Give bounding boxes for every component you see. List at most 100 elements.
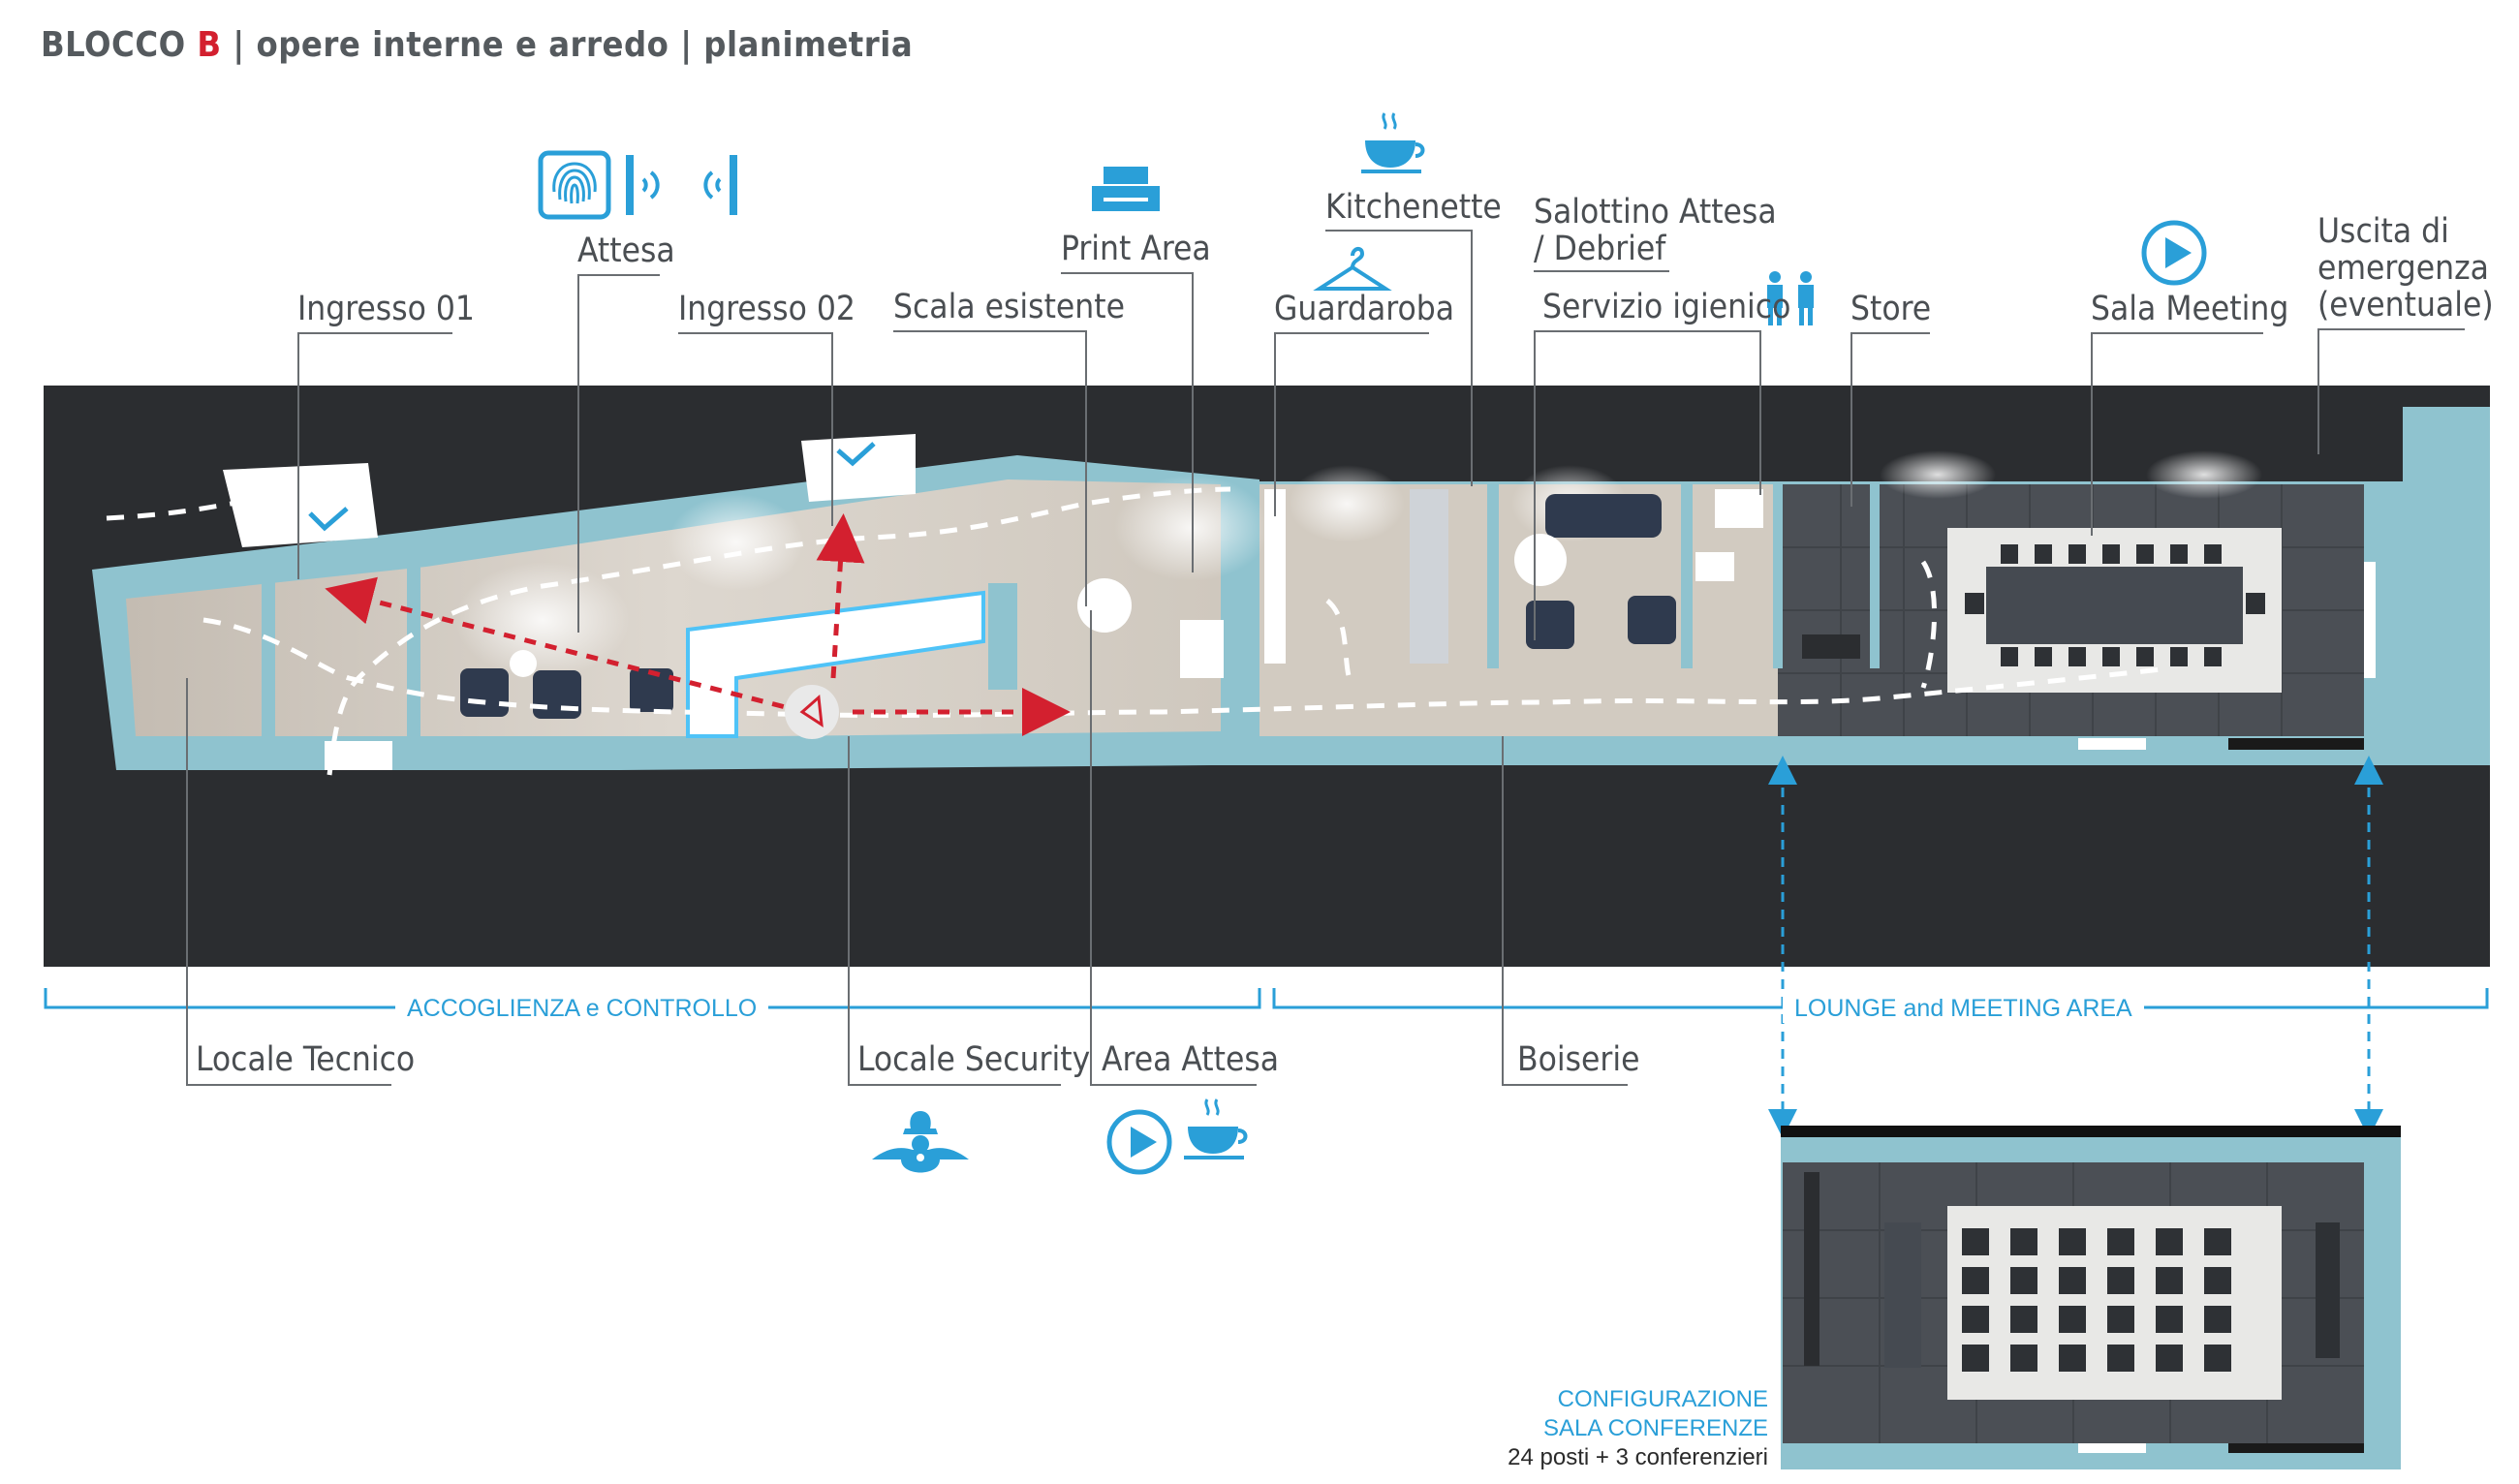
conference-seat [2010,1267,2037,1294]
label-ingresso-02: Ingresso 02 [678,290,855,328]
check-icon [308,442,876,532]
conference-seat [2059,1306,2086,1333]
label-scala-esistente: Scala esistente [893,288,1125,326]
leader-line [1850,332,1852,507]
conference-seat [2059,1228,2086,1255]
leader-line [577,274,660,276]
label-print-area: Print Area [1061,230,1211,268]
leader-line [1502,736,1504,1085]
coffee-cup-icon [1361,112,1425,173]
security-guard-icon [872,1111,969,1173]
conference-inset [1781,1126,2401,1469]
area-lounge: LOUNGE and MEETING AREA [1783,995,2144,1023]
conference-seat [2010,1228,2037,1255]
nfc-reader-icon [626,155,660,215]
leader-line [1471,230,1473,486]
wifi-reader-icon [703,155,737,215]
label-locale-tecnico: Locale Tecnico [196,1040,416,1079]
label-store: Store [1850,290,1932,328]
title-prefix: BLOCCO [41,25,198,65]
conference-seat [2204,1345,2231,1372]
conference-seat [2107,1228,2134,1255]
leader-line [1192,272,1194,572]
fingerprint-icon [538,150,611,220]
leader-line [893,330,1087,332]
leader-line [2091,332,2093,536]
leader-line [1534,270,1669,272]
hanger-icon [1313,247,1392,291]
conference-seat [2156,1306,2183,1333]
label-guardaroba: Guardaroba [1274,290,1454,328]
conference-seats [1962,1228,2231,1372]
conference-seat [2156,1267,2183,1294]
page-title: BLOCCO B | opere interne e arredo | plan… [41,25,913,65]
leader-line [1085,330,1087,606]
conference-seat [2204,1306,2231,1333]
leader-line [1274,332,1429,334]
label-kitchenette: Kitchenette [1325,188,1502,227]
leader-line [1325,230,1473,232]
label-servizio-igienico: Servizio igienico [1542,288,1791,326]
leader-line [2317,328,2465,330]
leader-line [678,332,833,334]
conference-seat [2156,1228,2183,1255]
conference-seat [2010,1306,2037,1333]
reception-desk [686,590,985,738]
label-uscita-line3: (eventuale) [2317,286,2494,325]
leader-line [1534,330,1536,640]
leader-line [848,1084,1061,1086]
leader-line [186,678,188,1085]
kitchen-counters [1180,489,1860,678]
conference-seat [2059,1267,2086,1294]
conference-seat [2156,1345,2183,1372]
leader-line [1061,272,1194,274]
area-accoglienza: ACCOGLIENZA e CONTROLLO [395,995,769,1023]
conference-seat [2204,1267,2231,1294]
label-uscita-line2: emergenza [2317,249,2489,288]
security-view-arrows [325,513,1071,736]
label-sala-meeting: Sala Meeting [2091,290,2289,328]
title-block-letter: B [197,25,222,65]
conference-seat [2059,1345,2086,1372]
title-rest: | opere interne e arredo | planimetria [221,25,914,65]
leader-line [2317,328,2319,454]
leader-line [577,274,579,633]
label-boiserie: Boiserie [1517,1040,1640,1079]
label-salottino-line1: Salottino Attesa [1534,193,1777,232]
conference-seat [1962,1267,1989,1294]
label-attesa: Attesa [577,232,675,270]
leader-line [831,332,833,526]
label-area-attesa: Area Attesa [1102,1040,1280,1079]
conference-seat [2204,1228,2231,1255]
conference-line1: CONFIGURAZIONE [1557,1386,1768,1412]
leader-line [1090,610,1092,1085]
conference-seat [2010,1345,2037,1372]
leader-line [1274,332,1276,516]
walking-path [106,486,2171,776]
play-icon [1106,1109,1172,1175]
top-entrances [223,434,2376,770]
leader-line [1850,332,1930,334]
label-ingresso-01: Ingresso 01 [297,290,475,328]
play-icon [2141,220,2207,286]
printer-icon [1092,167,1160,211]
conference-seat [2107,1345,2134,1372]
leader-line [186,1084,391,1086]
conference-seat [1962,1228,1989,1255]
label-salottino-line2: / Debrief [1534,230,1666,268]
conference-seat [2107,1267,2134,1294]
leader-line [1090,1084,1257,1086]
label-uscita-line1: Uscita di [2317,212,2449,251]
security-eye-icon [785,685,839,739]
label-locale-security: Locale Security [857,1040,1091,1079]
meeting-chairs [1965,544,2265,666]
meeting-table [1986,567,2243,644]
leader-line [1502,1084,1628,1086]
restroom-fixtures [1695,489,1763,581]
leader-line [297,332,299,579]
leader-line [2091,332,2263,334]
leader-line [1759,330,1761,495]
leader-line [848,736,850,1085]
conference-caption: CONFIGURAZIONE SALA CONFERENZE 24 posti … [1508,1385,1768,1472]
